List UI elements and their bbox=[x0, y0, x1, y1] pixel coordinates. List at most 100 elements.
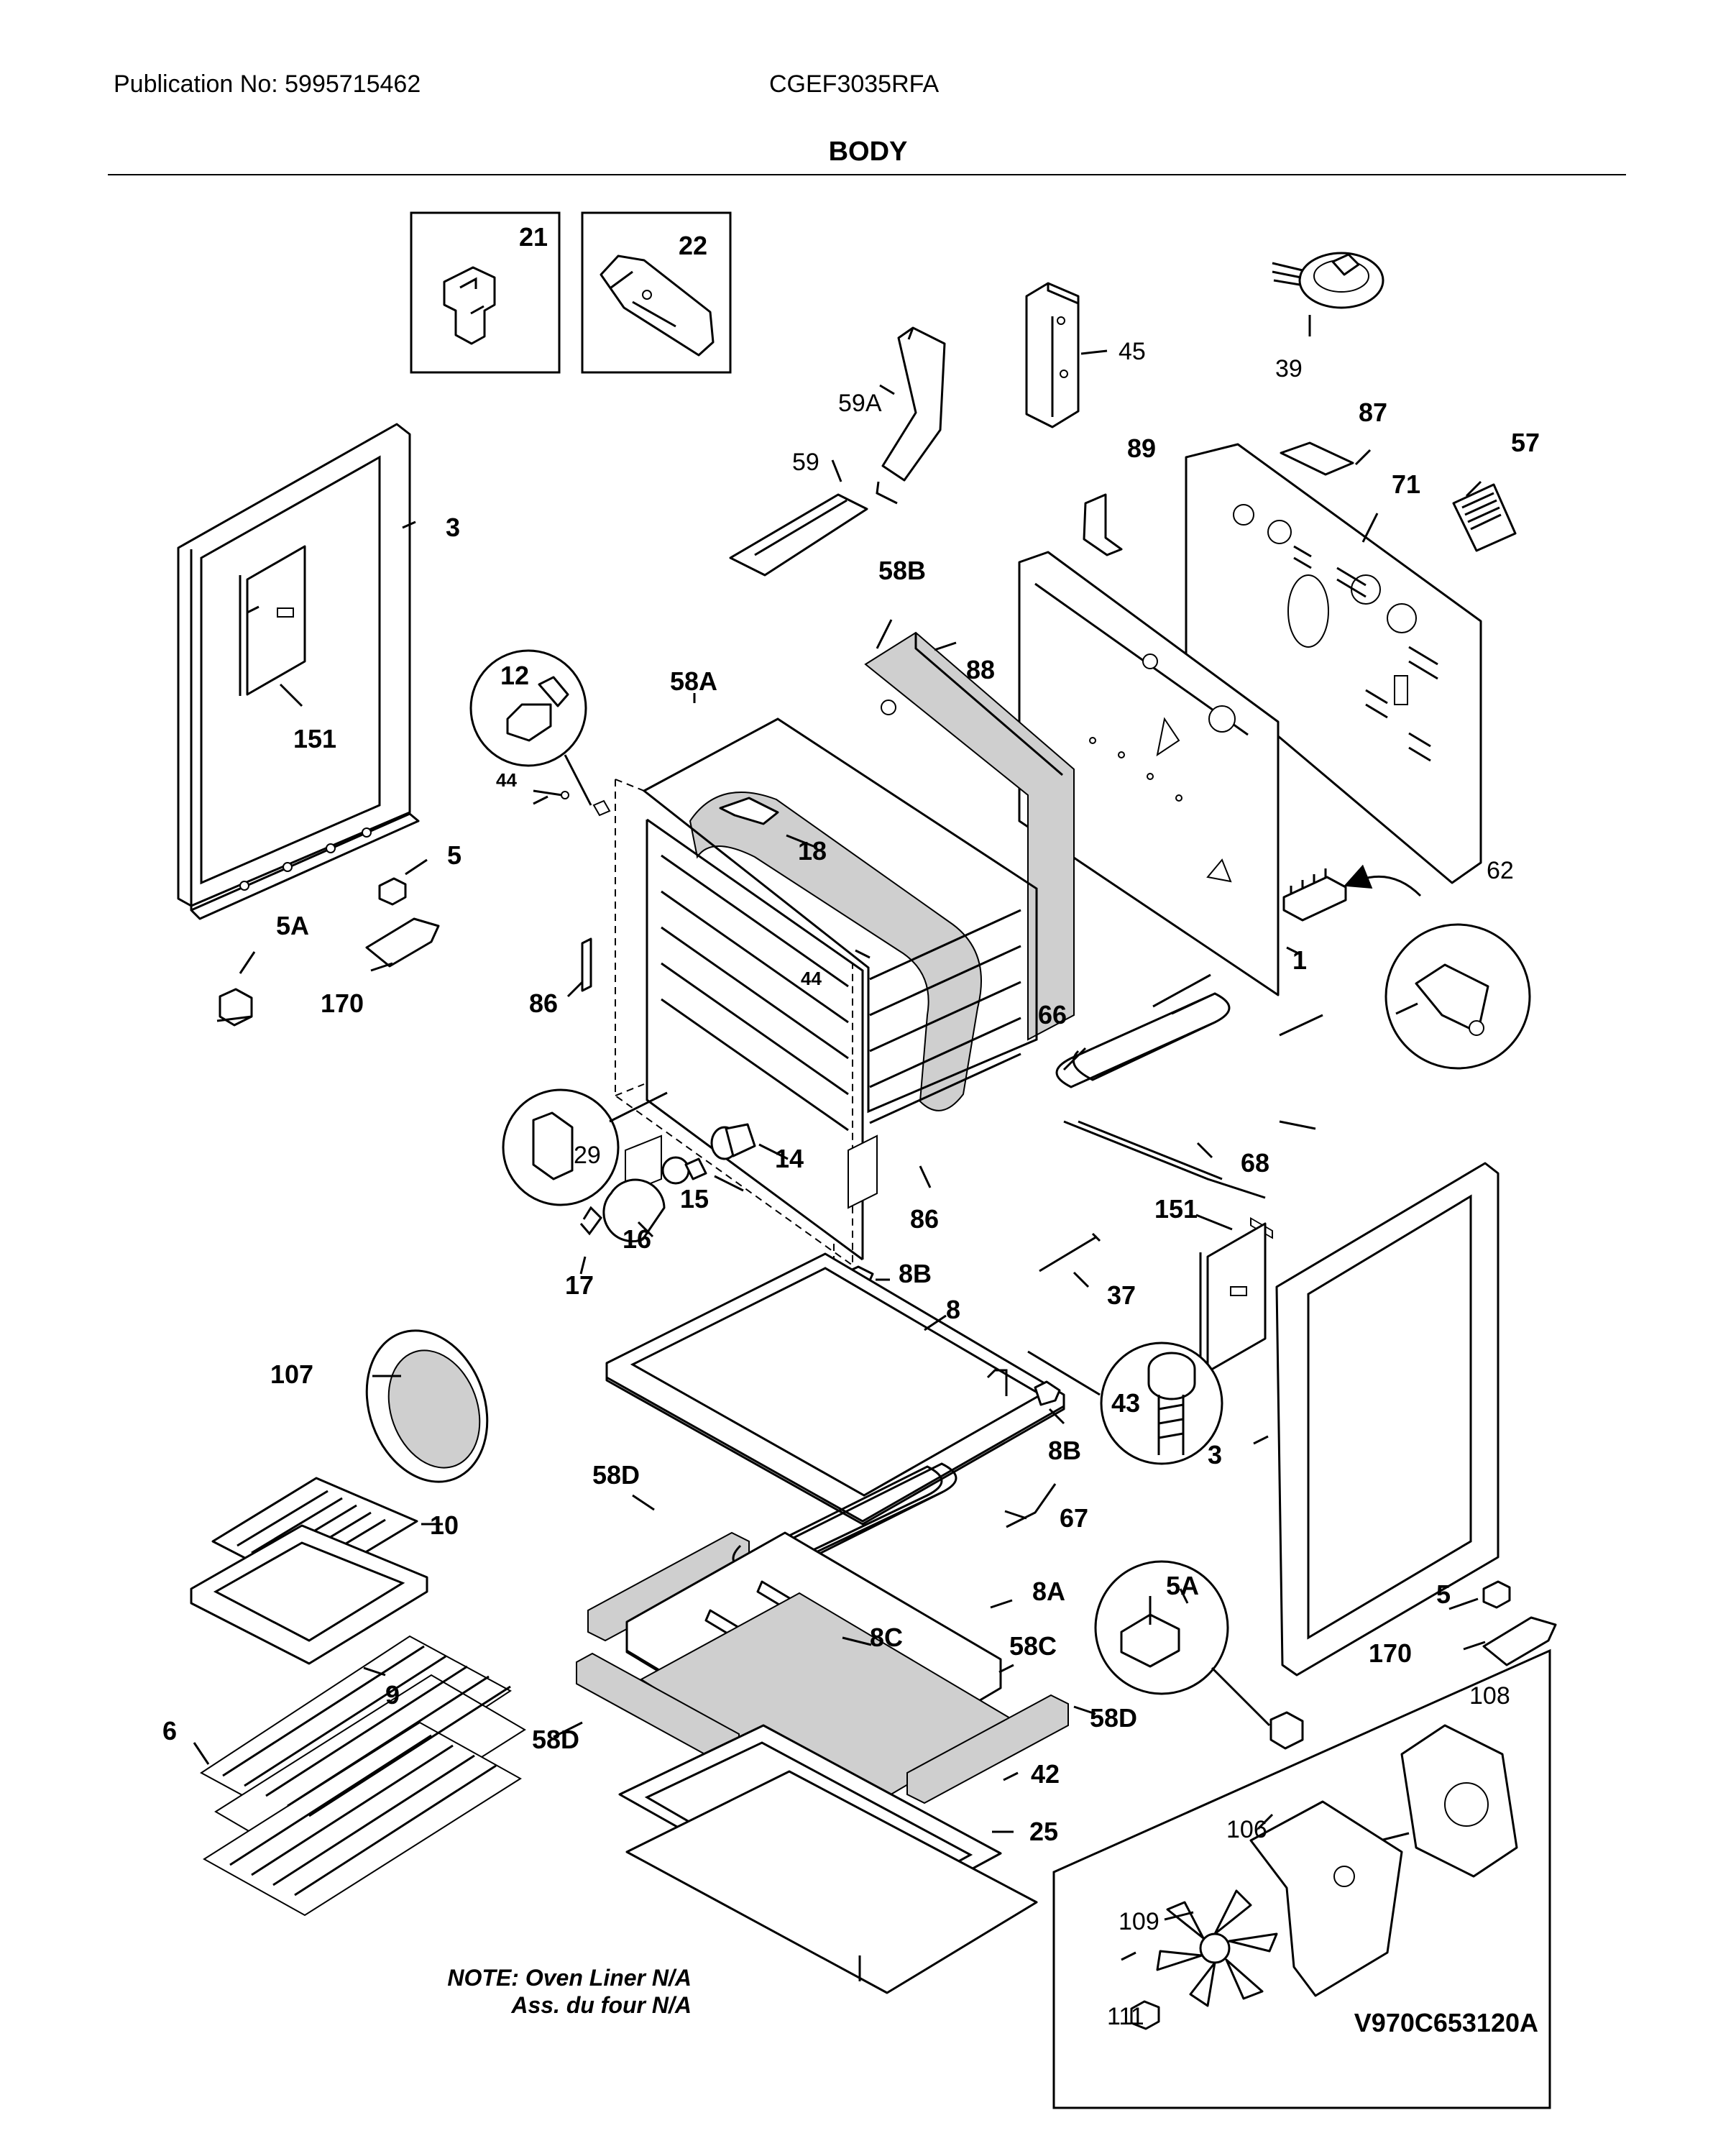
part-87-bracket bbox=[1280, 441, 1354, 476]
callout-67: 67 bbox=[1060, 1503, 1088, 1533]
callout-88: 88 bbox=[966, 655, 995, 684]
part-88-insulation bbox=[864, 631, 1075, 1041]
header-rule bbox=[108, 174, 1626, 175]
part-111-nut bbox=[1130, 2000, 1160, 2030]
callout-18: 18 bbox=[798, 836, 827, 866]
callout-59: 59 bbox=[792, 449, 819, 476]
part-5-right-leveler bbox=[1482, 1580, 1511, 1609]
part-68-wire bbox=[1063, 1120, 1266, 1199]
callout-44-top: 44 bbox=[496, 769, 517, 791]
drawing-code: V970C653120A bbox=[1354, 2008, 1538, 2037]
callout-8B-top: 8B bbox=[899, 1259, 932, 1288]
callout-21: 21 bbox=[519, 222, 548, 252]
callout-151-left: 151 bbox=[293, 724, 336, 753]
callout-86-left: 86 bbox=[529, 989, 558, 1018]
note-line-1: NOTE: Oven Liner N/A bbox=[447, 1965, 692, 1991]
part-58D-right-strip bbox=[906, 1694, 1069, 1804]
callout-58B: 58B bbox=[878, 556, 926, 585]
callout-106: 106 bbox=[1226, 1816, 1267, 1843]
callout-66: 66 bbox=[1038, 1000, 1067, 1029]
callout-42: 42 bbox=[1031, 1759, 1060, 1789]
callout-170-left: 170 bbox=[321, 989, 364, 1018]
part-15-bulb bbox=[661, 1156, 707, 1185]
callout-12: 12 bbox=[500, 661, 529, 690]
part-14-socket bbox=[710, 1123, 756, 1160]
part-71-rear-panel bbox=[1185, 443, 1482, 1239]
callout-59A: 59A bbox=[838, 390, 882, 417]
callout-37: 37 bbox=[1107, 1280, 1136, 1310]
part-5A-left-leg bbox=[216, 988, 253, 1027]
callout-58D-top: 58D bbox=[592, 1460, 640, 1490]
part-86-left bbox=[581, 937, 592, 992]
callout-3-left: 3 bbox=[446, 513, 460, 542]
part-9-broil-pan bbox=[190, 1524, 428, 1665]
callout-62: 62 bbox=[1487, 857, 1514, 884]
note-line-2: Ass. du four N/A bbox=[510, 1992, 692, 2018]
callout-5A-right: 5A bbox=[1166, 1571, 1199, 1600]
part-18-clip bbox=[719, 797, 779, 825]
part-62-terminal-block bbox=[1282, 864, 1531, 1070]
part-170-right-bracket bbox=[1482, 1616, 1557, 1666]
callout-109: 109 bbox=[1119, 1908, 1159, 1935]
callout-3-right: 3 bbox=[1208, 1440, 1222, 1469]
model-number: CGEF3035RFA bbox=[769, 70, 940, 98]
section-title: BODY bbox=[828, 137, 908, 167]
callout-8: 8 bbox=[946, 1295, 960, 1324]
inset-box-21 bbox=[410, 211, 561, 374]
part-3-left-side-panel bbox=[177, 423, 420, 920]
callout-57: 57 bbox=[1511, 428, 1540, 457]
oven-cavity bbox=[615, 717, 1038, 1267]
callout-5-right: 5 bbox=[1436, 1579, 1451, 1609]
callout-16: 16 bbox=[623, 1224, 651, 1254]
callout-111: 111 bbox=[1107, 2003, 1144, 2030]
callout-15: 15 bbox=[680, 1184, 709, 1214]
callout-6: 6 bbox=[162, 1716, 177, 1746]
callout-58D-right: 58D bbox=[1090, 1703, 1137, 1733]
callout-8B-bot: 8B bbox=[1048, 1436, 1081, 1465]
callout-1: 1 bbox=[1292, 945, 1307, 975]
part-6-oven-racks bbox=[200, 1635, 526, 1917]
part-58A-insulation bbox=[689, 792, 982, 1111]
publication-number: Publication No: 5995715462 bbox=[114, 70, 421, 98]
callout-151-right: 151 bbox=[1154, 1194, 1198, 1224]
callout-45: 45 bbox=[1119, 338, 1146, 365]
part-59-heatshield bbox=[729, 493, 868, 577]
part-45-duct bbox=[1025, 282, 1080, 428]
part-25-bottom-panel bbox=[625, 1770, 1038, 1994]
callout-58D-left: 58D bbox=[532, 1725, 579, 1754]
callout-89: 89 bbox=[1127, 434, 1156, 463]
callout-8C: 8C bbox=[870, 1623, 903, 1652]
callout-9: 9 bbox=[385, 1680, 400, 1710]
part-109-fan-blade bbox=[1156, 1889, 1278, 2007]
callout-5-left: 5 bbox=[447, 840, 461, 870]
part-16-lens bbox=[602, 1178, 666, 1243]
convection-inset-box bbox=[1052, 1648, 1551, 2109]
part-44-screw bbox=[533, 789, 569, 799]
part-5A-right-detail bbox=[1094, 1560, 1304, 1750]
callout-68: 68 bbox=[1241, 1148, 1269, 1178]
callout-108: 108 bbox=[1469, 1682, 1510, 1710]
part-57-cover bbox=[1452, 483, 1517, 552]
callout-22: 22 bbox=[679, 231, 707, 260]
part-37-sensor bbox=[1039, 1232, 1101, 1272]
part-89-bracket bbox=[1083, 493, 1123, 556]
callout-5A-left: 5A bbox=[276, 911, 309, 940]
callout-17: 17 bbox=[565, 1270, 594, 1300]
part-3-right-side-panel bbox=[1275, 1162, 1500, 1677]
callout-58A: 58A bbox=[670, 666, 717, 696]
part-5-left-leveler bbox=[378, 877, 407, 906]
part-151-right-bracket bbox=[1199, 1222, 1267, 1373]
part-66-broil-element bbox=[1055, 973, 1323, 1180]
part-107-fan-cover bbox=[365, 1329, 489, 1483]
part-29-detail bbox=[502, 1088, 668, 1206]
callout-87: 87 bbox=[1359, 398, 1387, 427]
part-170-left-bracket bbox=[365, 917, 440, 968]
callout-58C: 58C bbox=[1009, 1631, 1057, 1661]
callout-29: 29 bbox=[574, 1142, 601, 1169]
part-8-bottom-pan bbox=[605, 1252, 1065, 1526]
part-59A-duct bbox=[876, 326, 946, 505]
part-43-screw-detail bbox=[986, 1341, 1223, 1465]
callout-14: 14 bbox=[775, 1144, 804, 1173]
callout-39: 39 bbox=[1275, 355, 1303, 382]
